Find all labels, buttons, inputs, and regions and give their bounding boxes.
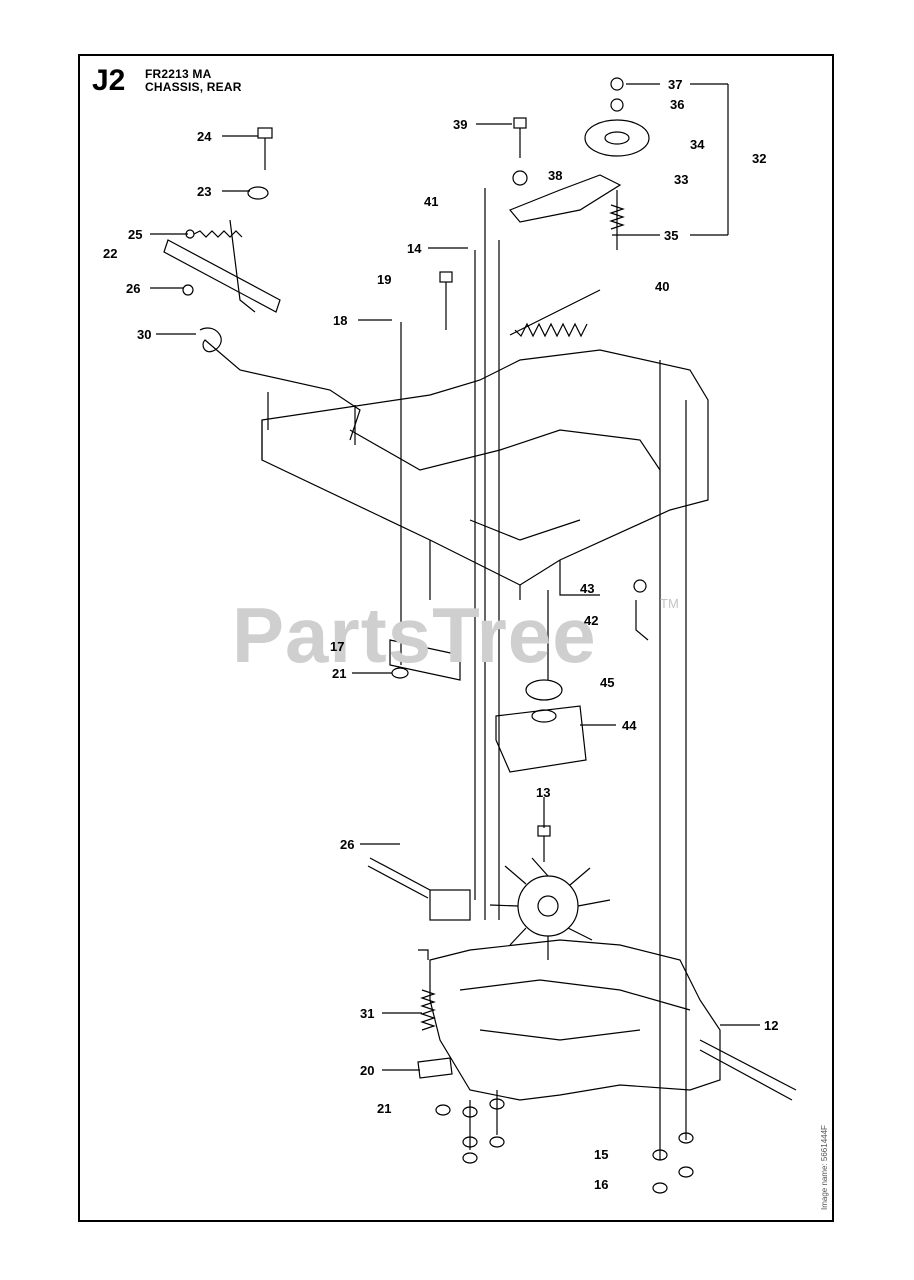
sheet-code: J2 [92,64,126,97]
watermark: PartsTree [232,591,597,679]
callout-45[interactable]: 45 [600,675,615,690]
callout-16[interactable]: 16 [594,1177,609,1192]
callout-14[interactable]: 14 [407,241,422,256]
callout-18[interactable]: 18 [333,313,348,328]
watermark-trademark: TM [660,596,679,611]
callout-34[interactable]: 34 [690,137,705,152]
callout-35[interactable]: 35 [664,228,679,243]
callout-33[interactable]: 33 [674,172,689,187]
callout-25[interactable]: 25 [128,227,143,242]
callout-12[interactable]: 12 [764,1018,779,1033]
callout-43[interactable]: 43 [580,581,595,596]
callout-32[interactable]: 32 [752,151,767,166]
callout-22[interactable]: 22 [103,246,118,261]
callout-17[interactable]: 17 [330,639,345,654]
callout-42[interactable]: 42 [584,613,599,628]
callout-21-lower[interactable]: 21 [377,1101,392,1116]
callout-31[interactable]: 31 [360,1006,375,1021]
drawing-frame [78,54,834,1222]
callout-19[interactable]: 19 [377,272,392,287]
callout-26[interactable]: 26 [126,281,141,296]
section-title: CHASSIS, REAR [145,80,242,94]
model-number: FR2213 MA [145,67,212,81]
callout-20[interactable]: 20 [360,1063,375,1078]
callout-39[interactable]: 39 [453,117,468,132]
callout-26-lower[interactable]: 26 [340,837,355,852]
callout-41[interactable]: 41 [424,194,439,209]
callout-15[interactable]: 15 [594,1147,609,1162]
callout-13[interactable]: 13 [536,785,551,800]
callout-38[interactable]: 38 [548,168,563,183]
callout-37[interactable]: 37 [668,77,683,92]
callout-23[interactable]: 23 [197,184,212,199]
callout-40[interactable]: 40 [655,279,670,294]
image-number: Image name: 5661444F [820,1125,829,1210]
callout-21[interactable]: 21 [332,666,347,681]
callout-44[interactable]: 44 [622,718,637,733]
callout-36[interactable]: 36 [670,97,685,112]
callout-24[interactable]: 24 [197,129,212,144]
callout-30[interactable]: 30 [137,327,152,342]
